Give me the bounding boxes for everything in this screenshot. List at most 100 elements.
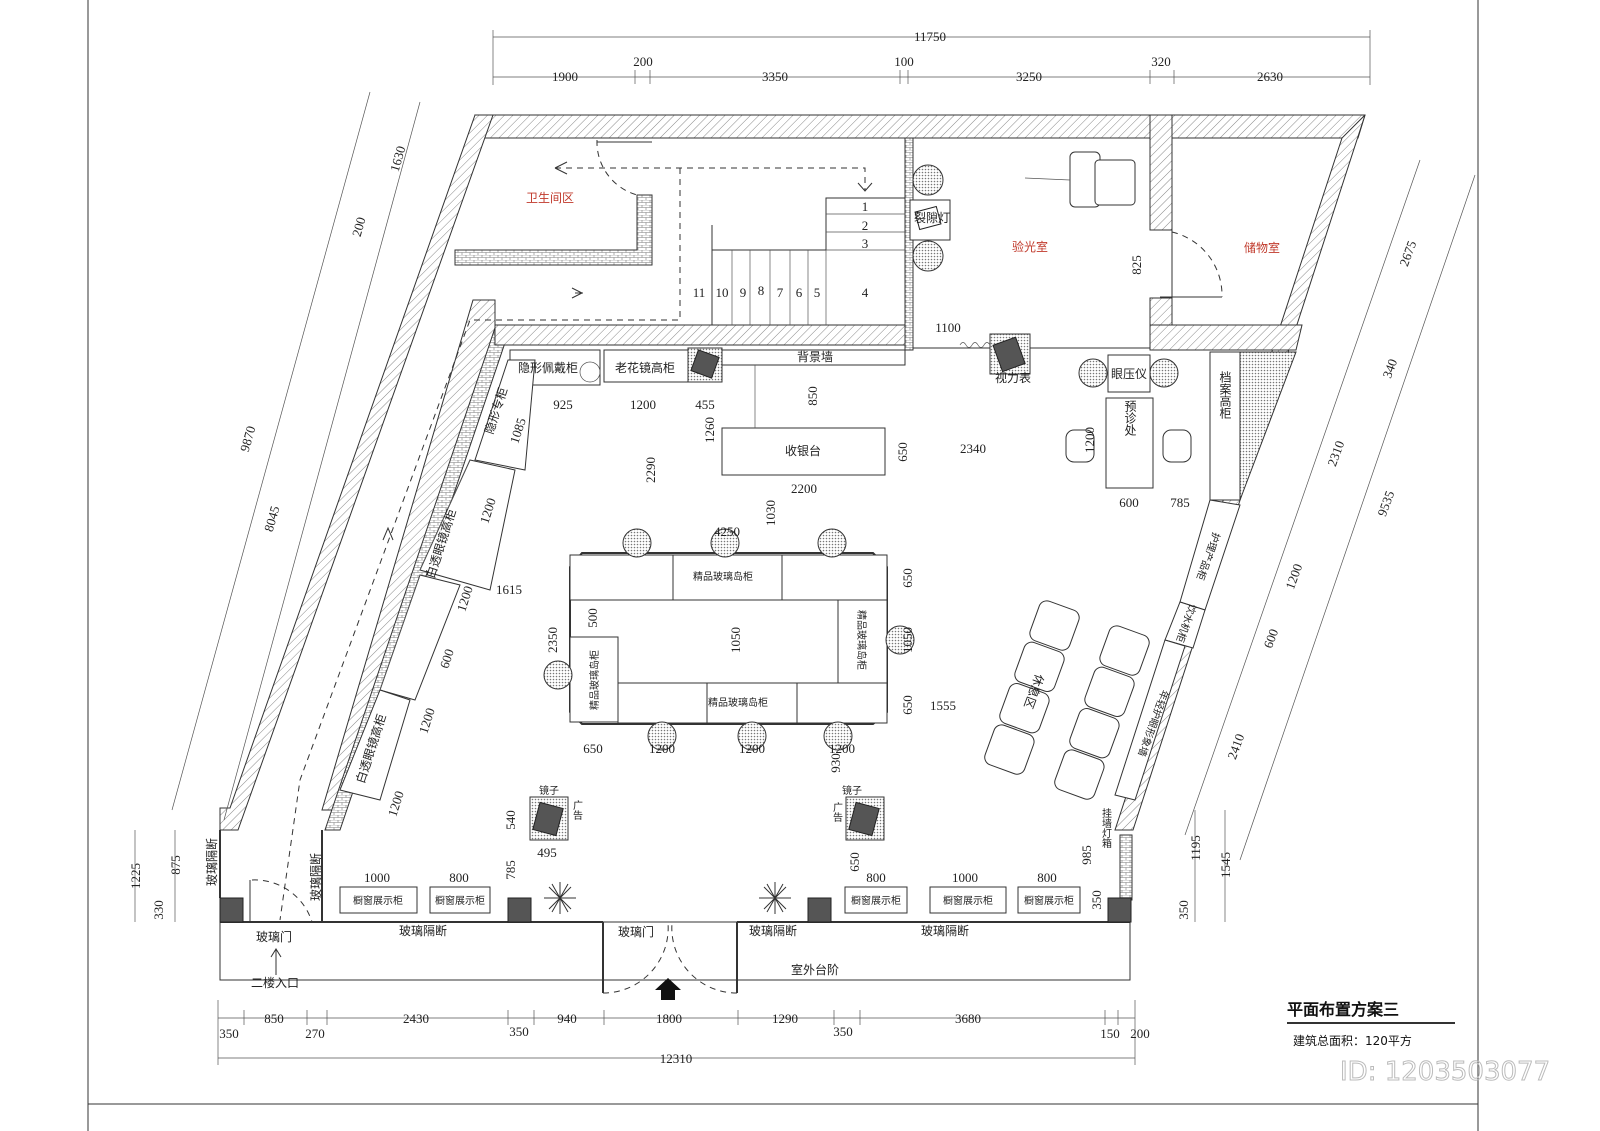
tonometer [1107,354,1151,393]
water-cabinet [1164,601,1206,649]
stair-step-4: 4 [862,285,869,300]
dim-interior: 455 [695,397,715,412]
chair [1162,429,1192,463]
dim-right: 1545 [1218,852,1233,878]
dim-bottom: 150 [1100,1026,1120,1041]
label-eye-chart: 视力表 [995,370,1031,385]
storefront [219,796,1132,1000]
column [219,897,244,923]
dim-right: 1200 [1282,562,1305,592]
dim-bottom: 1800 [656,1011,682,1026]
dim-interior: 2350 [545,627,560,653]
label-archive: 档案高柜 [1218,371,1232,419]
drawing-frame [87,0,1479,1131]
dim-interior: 1200 [649,741,675,756]
label-glass-partition-left: 玻璃隔断 [204,838,219,886]
dim-top: 100 [894,54,914,69]
dim-right: 1195 [1188,835,1203,861]
dim-interior: 850 [805,386,820,406]
label-glass-partition-bottom-1: 玻璃隔断 [399,923,447,938]
dim-interior: 1000 [364,870,390,885]
frames-cabinet-lower [339,689,411,801]
dim-left: 875 [168,855,183,875]
optometry-furniture [909,151,1223,375]
dim-interior: 4250 [714,524,740,539]
dim-interior: 800 [1037,870,1057,885]
dim-left: 1225 [128,863,143,889]
dim-interior: 1615 [496,582,522,597]
circulation-path [279,139,873,921]
label-tonometer: 眼压仪 [1111,367,1147,381]
stair-step-6: 6 [796,285,803,300]
stair-step-3: 3 [862,236,869,251]
dim-top: 320 [1151,54,1171,69]
dim-interior: 495 [537,845,557,860]
dim-top-total: 11750 [914,29,946,44]
label-ad-1: 广告 [571,800,583,821]
dim-interior: 785 [1170,495,1190,510]
label-mirror-1: 镜子 [539,784,559,797]
dim-bottom: 270 [305,1026,325,1041]
dim-interior: 540 [503,810,518,830]
wall-storage-left-bottom [1149,297,1173,327]
dim-interior: 1260 [702,417,717,443]
column [807,897,832,923]
label-mirror-2: 镜子 [842,784,862,797]
lightbox-wall [1119,834,1133,901]
dim-interior: 1200 [829,741,855,756]
window-display-2 [429,886,491,914]
label-feature-wall: 背景墙 [797,350,833,364]
dim-bottom: 3680 [955,1011,981,1026]
label-window-display-3: 橱窗展示柜 [851,894,901,907]
dim-bottom: 350 [833,1024,853,1039]
dim-top: 1900 [552,69,578,84]
sofa-right [1054,625,1150,800]
label-island-left: 精品玻璃岛柜 [588,650,601,710]
dim-bottom: 940 [557,1011,577,1026]
stair-step-5: 5 [814,285,821,300]
cabinets [339,347,906,801]
dim-right: 600 [1260,627,1281,650]
dim-interior: 500 [585,608,600,628]
column [507,897,532,923]
wall-storage-left-top [1149,114,1173,231]
dim-bottom: 1290 [772,1011,798,1026]
dim-right: 350 [1176,900,1191,920]
label-window-display-4: 橱窗展示柜 [943,894,993,907]
label-slit-lamp: 裂隙灯 [914,211,950,225]
dim-top: 3350 [762,69,788,84]
dim-interior: 800 [449,870,469,885]
dim-interior: 925 [553,397,573,412]
window-display-4 [929,886,1007,914]
label-outdoor-steps: 室外台阶 [791,962,839,977]
dim-interior: 2200 [791,481,817,496]
plan-title: 平面布置方案三 [1287,1000,1399,1019]
stair-step-7: 7 [777,285,784,300]
dim-interior: 1050 [728,627,743,653]
total-area: 建筑总面积：120平方 [1293,1033,1412,1048]
plant-icon [544,882,576,914]
dim-bottom: 350 [219,1026,239,1041]
stair-step-11: 11 [693,285,706,300]
label-second-floor-entrance: 二楼入口 [251,975,299,990]
dim-interior: 1030 [763,500,778,526]
label-glass-partition-mid: 玻璃隔断 [308,853,323,901]
label-contact-lens-wear: 隐形佩戴柜 [518,360,578,375]
contact-lens-counter [474,359,536,471]
dim-interior: 1200 [1082,427,1097,453]
pre-exam-area [984,351,1297,801]
feature-wall [721,349,906,366]
dim-top: 2630 [1257,69,1283,84]
label-island-top: 精品玻璃岛柜 [693,570,753,583]
sofa-left [984,600,1080,775]
dim-right: 350 [1089,890,1104,910]
dim-interior: 930 [828,753,843,773]
entrance-arrow-icon [655,978,681,1000]
dim-interior: 825 [1129,255,1144,275]
glass-island [543,528,915,751]
dim-bottom: 2430 [403,1011,429,1026]
room-storage: 储物室 [1244,240,1280,255]
dim-right: 2310 [1324,439,1347,469]
toilet-wall [454,194,653,266]
